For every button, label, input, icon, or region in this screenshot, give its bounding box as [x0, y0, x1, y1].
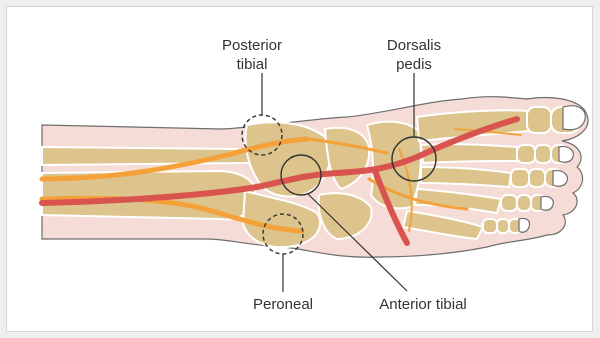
- peroneal-label: Peroneal: [253, 296, 313, 313]
- dorsalis-pedis-label-line2: pedis: [396, 56, 432, 73]
- fourth-toe-phalanges: [501, 195, 545, 211]
- dorsalis-pedis-label-line1: Dorsalis: [387, 37, 441, 54]
- anterior-tibial-label: Anterior tibial: [379, 296, 467, 313]
- diagram-panel: Posterior tibial Dorsalis pedis Peroneal…: [6, 6, 593, 332]
- fifth-toe-phalanges: [483, 219, 521, 233]
- posterior-tibial-label-line2: tibial: [237, 56, 268, 73]
- posterior-tibial-label-line1: Posterior: [222, 37, 282, 54]
- foot-artery-diagram: Posterior tibial Dorsalis pedis Peroneal…: [7, 7, 594, 333]
